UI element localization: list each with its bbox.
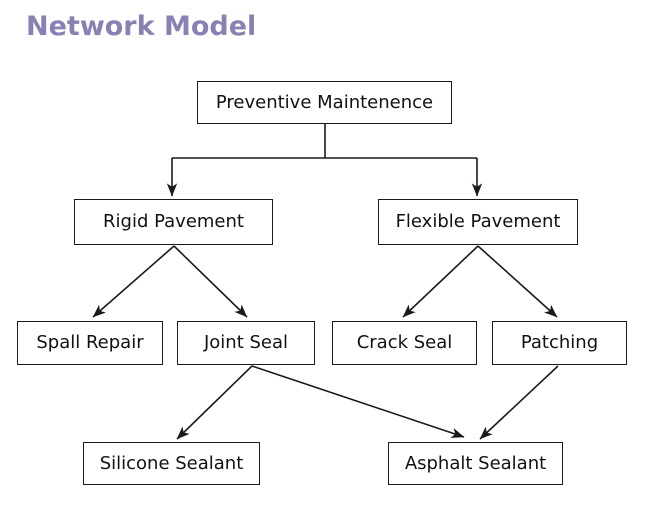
node-joint-seal: Joint Seal xyxy=(177,321,315,365)
node-rigid-pavement: Rigid Pavement xyxy=(74,199,273,245)
edge-flexible-pavement-to-patching xyxy=(477,245,558,318)
node-silicone-sealant: Silicone Sealant xyxy=(83,442,260,485)
node-flexible-pavement: Flexible Pavement xyxy=(378,199,578,245)
edge-flexible-pavement-to-crack-seal xyxy=(402,245,479,318)
edge-joint-seal-to-silicone-sealant xyxy=(176,365,253,440)
edge-rigid-pavement-to-joint-seal xyxy=(173,245,248,318)
node-spall-repair: Spall Repair xyxy=(17,321,163,365)
edge-joint-seal-to-asphalt-sealant xyxy=(251,365,465,438)
node-preventive-maintenence: Preventive Maintenence xyxy=(197,81,452,124)
edge-patching-to-asphalt-sealant xyxy=(479,365,559,440)
node-asphalt-sealant: Asphalt Sealant xyxy=(388,442,563,485)
node-crack-seal: Crack Seal xyxy=(332,321,477,365)
page-title: Network Model xyxy=(26,11,257,42)
node-patching: Patching xyxy=(492,321,627,365)
edge-rigid-pavement-to-spall-repair xyxy=(92,245,175,318)
